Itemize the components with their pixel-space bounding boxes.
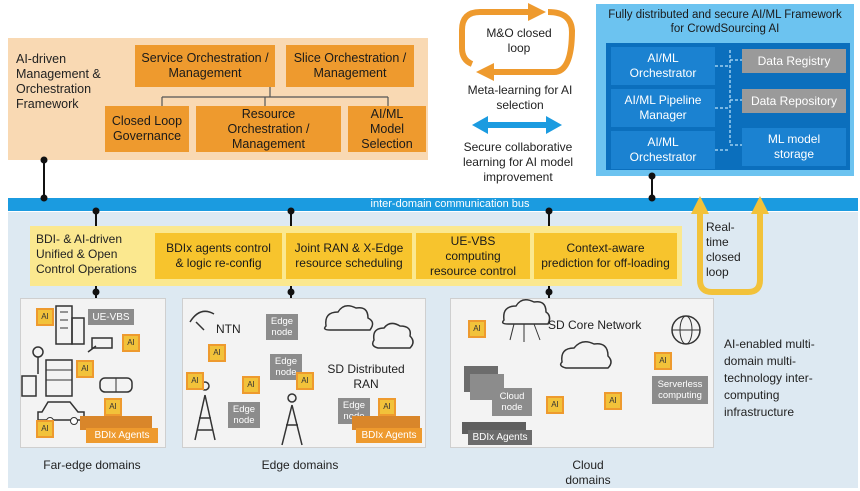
meta-learning-label: Meta-learning for AI selection — [467, 83, 573, 112]
ntn-label: NTN — [216, 322, 241, 336]
ai-chip-icon: AI — [76, 360, 94, 378]
ai-chip-icon: AI — [36, 420, 54, 438]
bdix-agents-edge: BDIx Agents — [356, 428, 422, 443]
bdix-agents-stack-shadow — [352, 416, 420, 430]
ai-pipeline-manager[interactable]: AI/ML Pipeline Manager — [611, 89, 715, 127]
mo-closed-loop-label: M&O closed loop — [486, 26, 552, 55]
communication-bus — [8, 198, 858, 211]
edge-node-box: Edge node — [270, 354, 302, 380]
ai-chip-icon: AI — [546, 396, 564, 414]
ai-chip-icon: AI — [378, 398, 396, 416]
serverless-computing-box: Serverless computing — [652, 376, 708, 404]
ai-chip-icon: AI — [242, 376, 260, 394]
edge-node-box: Edge node — [266, 314, 298, 340]
edge-label: Edge domains — [261, 458, 339, 472]
realtime-loop-label: Real-time closed loop — [706, 220, 741, 279]
cloud-node-box: Cloud node — [492, 388, 532, 416]
bdix-agents-stack-shadow — [80, 416, 152, 430]
model-selection-box[interactable]: AI/ML Model Selection — [348, 106, 426, 152]
communication-bus-label: inter-domain communication bus — [370, 198, 530, 210]
joint-ran-scheduling[interactable]: Joint RAN & X-Edge resource scheduling — [286, 233, 412, 279]
ml-model-storage[interactable]: ML model storage — [742, 128, 846, 166]
sd-core-network-label: SD Core Network — [548, 318, 642, 332]
ai-chip-icon: AI — [36, 308, 54, 326]
data-registry[interactable]: Data Registry — [742, 49, 846, 73]
resource-orchestration-box[interactable]: Resource Orchestration / Management — [196, 106, 341, 152]
ai-chip-icon: AI — [468, 320, 486, 338]
sd-distributed-ran-label: SD Distributed RAN — [327, 362, 405, 391]
ai-orchestrator-1[interactable]: AI/ML Orchestrator — [611, 47, 715, 85]
bdix-agents-cloud: BDIx Agents — [468, 430, 532, 445]
ai-chip-icon: AI — [186, 372, 204, 390]
control-title: BDI- & AI-driven Unified & Open Control … — [36, 232, 137, 276]
ai-chip-icon: AI — [604, 392, 622, 410]
framework-title: Fully distributed and secure AI/ML Frame… — [608, 9, 842, 35]
infrastructure-label: AI-enabled multi-domain multi-technology… — [724, 337, 815, 419]
data-repository[interactable]: Data Repository — [742, 89, 846, 113]
ai-chip-icon: AI — [654, 352, 672, 370]
bdix-agents-control[interactable]: BDIx agents control & logic re-config — [155, 233, 282, 279]
ai-chip-icon: AI — [296, 372, 314, 390]
cloud-label: Cloud domains — [565, 458, 611, 487]
edge-node-box: Edge node — [228, 402, 260, 428]
far-edge-ue-vbs: UE-VBS — [88, 309, 134, 325]
far-edge-label: Far-edge domains — [43, 458, 141, 472]
closed-loop-governance-box[interactable]: Closed Loop Governance — [105, 106, 189, 152]
management-title: AI-driven Management & Orchestration Fra… — [16, 52, 101, 111]
ai-chip-icon: AI — [208, 344, 226, 362]
slice-orchestration-box[interactable]: Slice Orchestration / Management — [286, 45, 414, 87]
context-aware-prediction[interactable]: Context-aware prediction for off-loading — [534, 233, 677, 279]
collaborative-learning-label: Secure collaborative learning for AI mod… — [462, 140, 574, 184]
service-orchestration-box[interactable]: Service Orchestration / Management — [135, 45, 275, 87]
uevbs-resource-control[interactable]: UE-VBS computing resource control — [416, 233, 530, 279]
bdix-agents-far-edge: BDIx Agents — [86, 428, 158, 443]
ai-chip-icon: AI — [122, 334, 140, 352]
ai-orchestrator-2[interactable]: AI/ML Orchestrator — [611, 131, 715, 169]
ai-chip-icon: AI — [104, 398, 122, 416]
